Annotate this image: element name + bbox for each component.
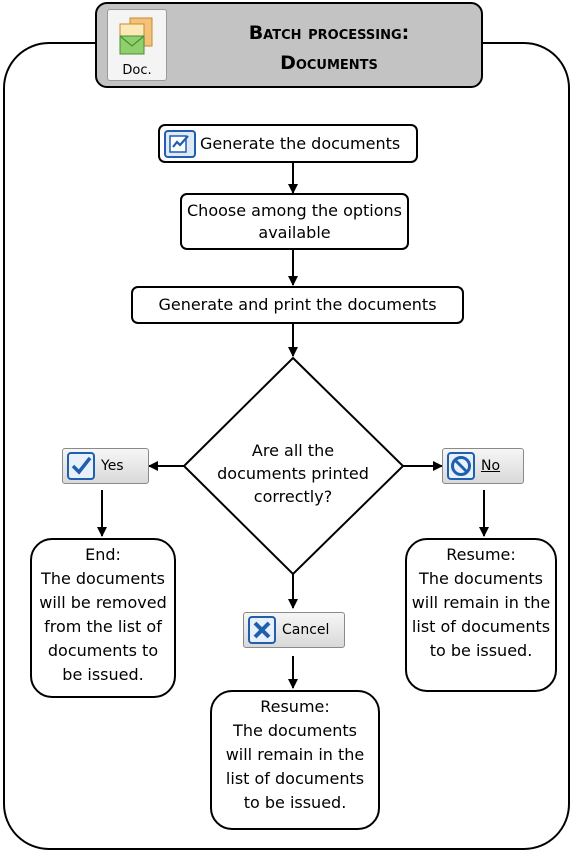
cancel-outcome-box: Resume: The documents will remain in the…: [210, 690, 380, 830]
doc-module-tile: Doc.: [107, 9, 167, 81]
generate-print-step: Generate and print the documents: [131, 286, 464, 324]
yes-button[interactable]: Yes: [62, 448, 149, 484]
cancel-button-label: Cancel: [282, 622, 330, 638]
title-line-2: Documents: [280, 52, 378, 74]
title-line-1: Batch processing:: [248, 22, 410, 44]
choose-options-step: Choose among the options available: [180, 193, 409, 250]
generate-documents-label: Generate the documents: [200, 133, 401, 153]
checkmark-icon: [67, 452, 95, 480]
doc-module-label: Doc.: [122, 63, 152, 78]
generate-documents-icon[interactable]: [164, 129, 196, 158]
generate-print-label: Generate and print the documents: [158, 295, 437, 314]
prohibited-icon: [447, 452, 475, 480]
page-title: Batch processing: Documents: [189, 18, 469, 78]
decision-question: Are all the documents printed correctly?: [217, 441, 369, 506]
yes-outcome-box: End: The documents will be removed from …: [30, 538, 176, 698]
yes-button-label: Yes: [101, 458, 124, 474]
generate-documents-step: Generate the documents: [158, 124, 418, 163]
cancel-button[interactable]: Cancel: [243, 612, 345, 648]
x-icon: [248, 616, 276, 644]
no-button[interactable]: No: [442, 448, 524, 484]
no-button-label: No: [481, 458, 501, 474]
title-banner: Doc. Batch processing: Documents: [95, 2, 483, 88]
document-icon: [119, 17, 153, 55]
choose-options-label: Choose among the options available: [187, 200, 402, 242]
no-outcome-box: Resume: The documents will remain in the…: [405, 538, 557, 692]
